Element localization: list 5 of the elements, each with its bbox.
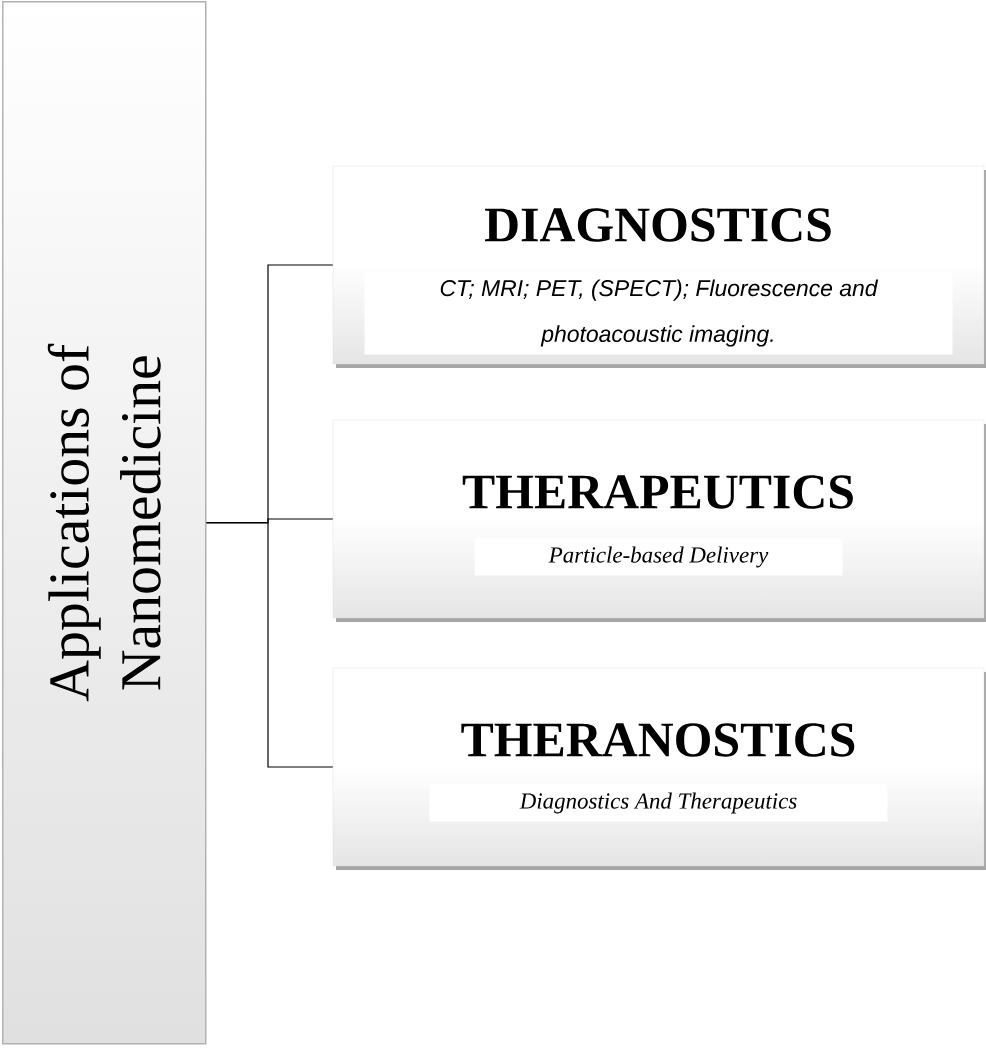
category-box: THERAPEUTICS Particle-based Delivery xyxy=(332,419,986,622)
category-box: DIAGNOSTICS CT; MRI; PET, (SPECT); Fluorescence and photoacoustic imaging. xyxy=(332,165,986,368)
connector-line xyxy=(205,522,334,768)
title-band: Applications of Nanomedicine xyxy=(2,1,207,1045)
category-box: THERANOSTICS Diagnostics And Therapeutics xyxy=(332,667,986,870)
